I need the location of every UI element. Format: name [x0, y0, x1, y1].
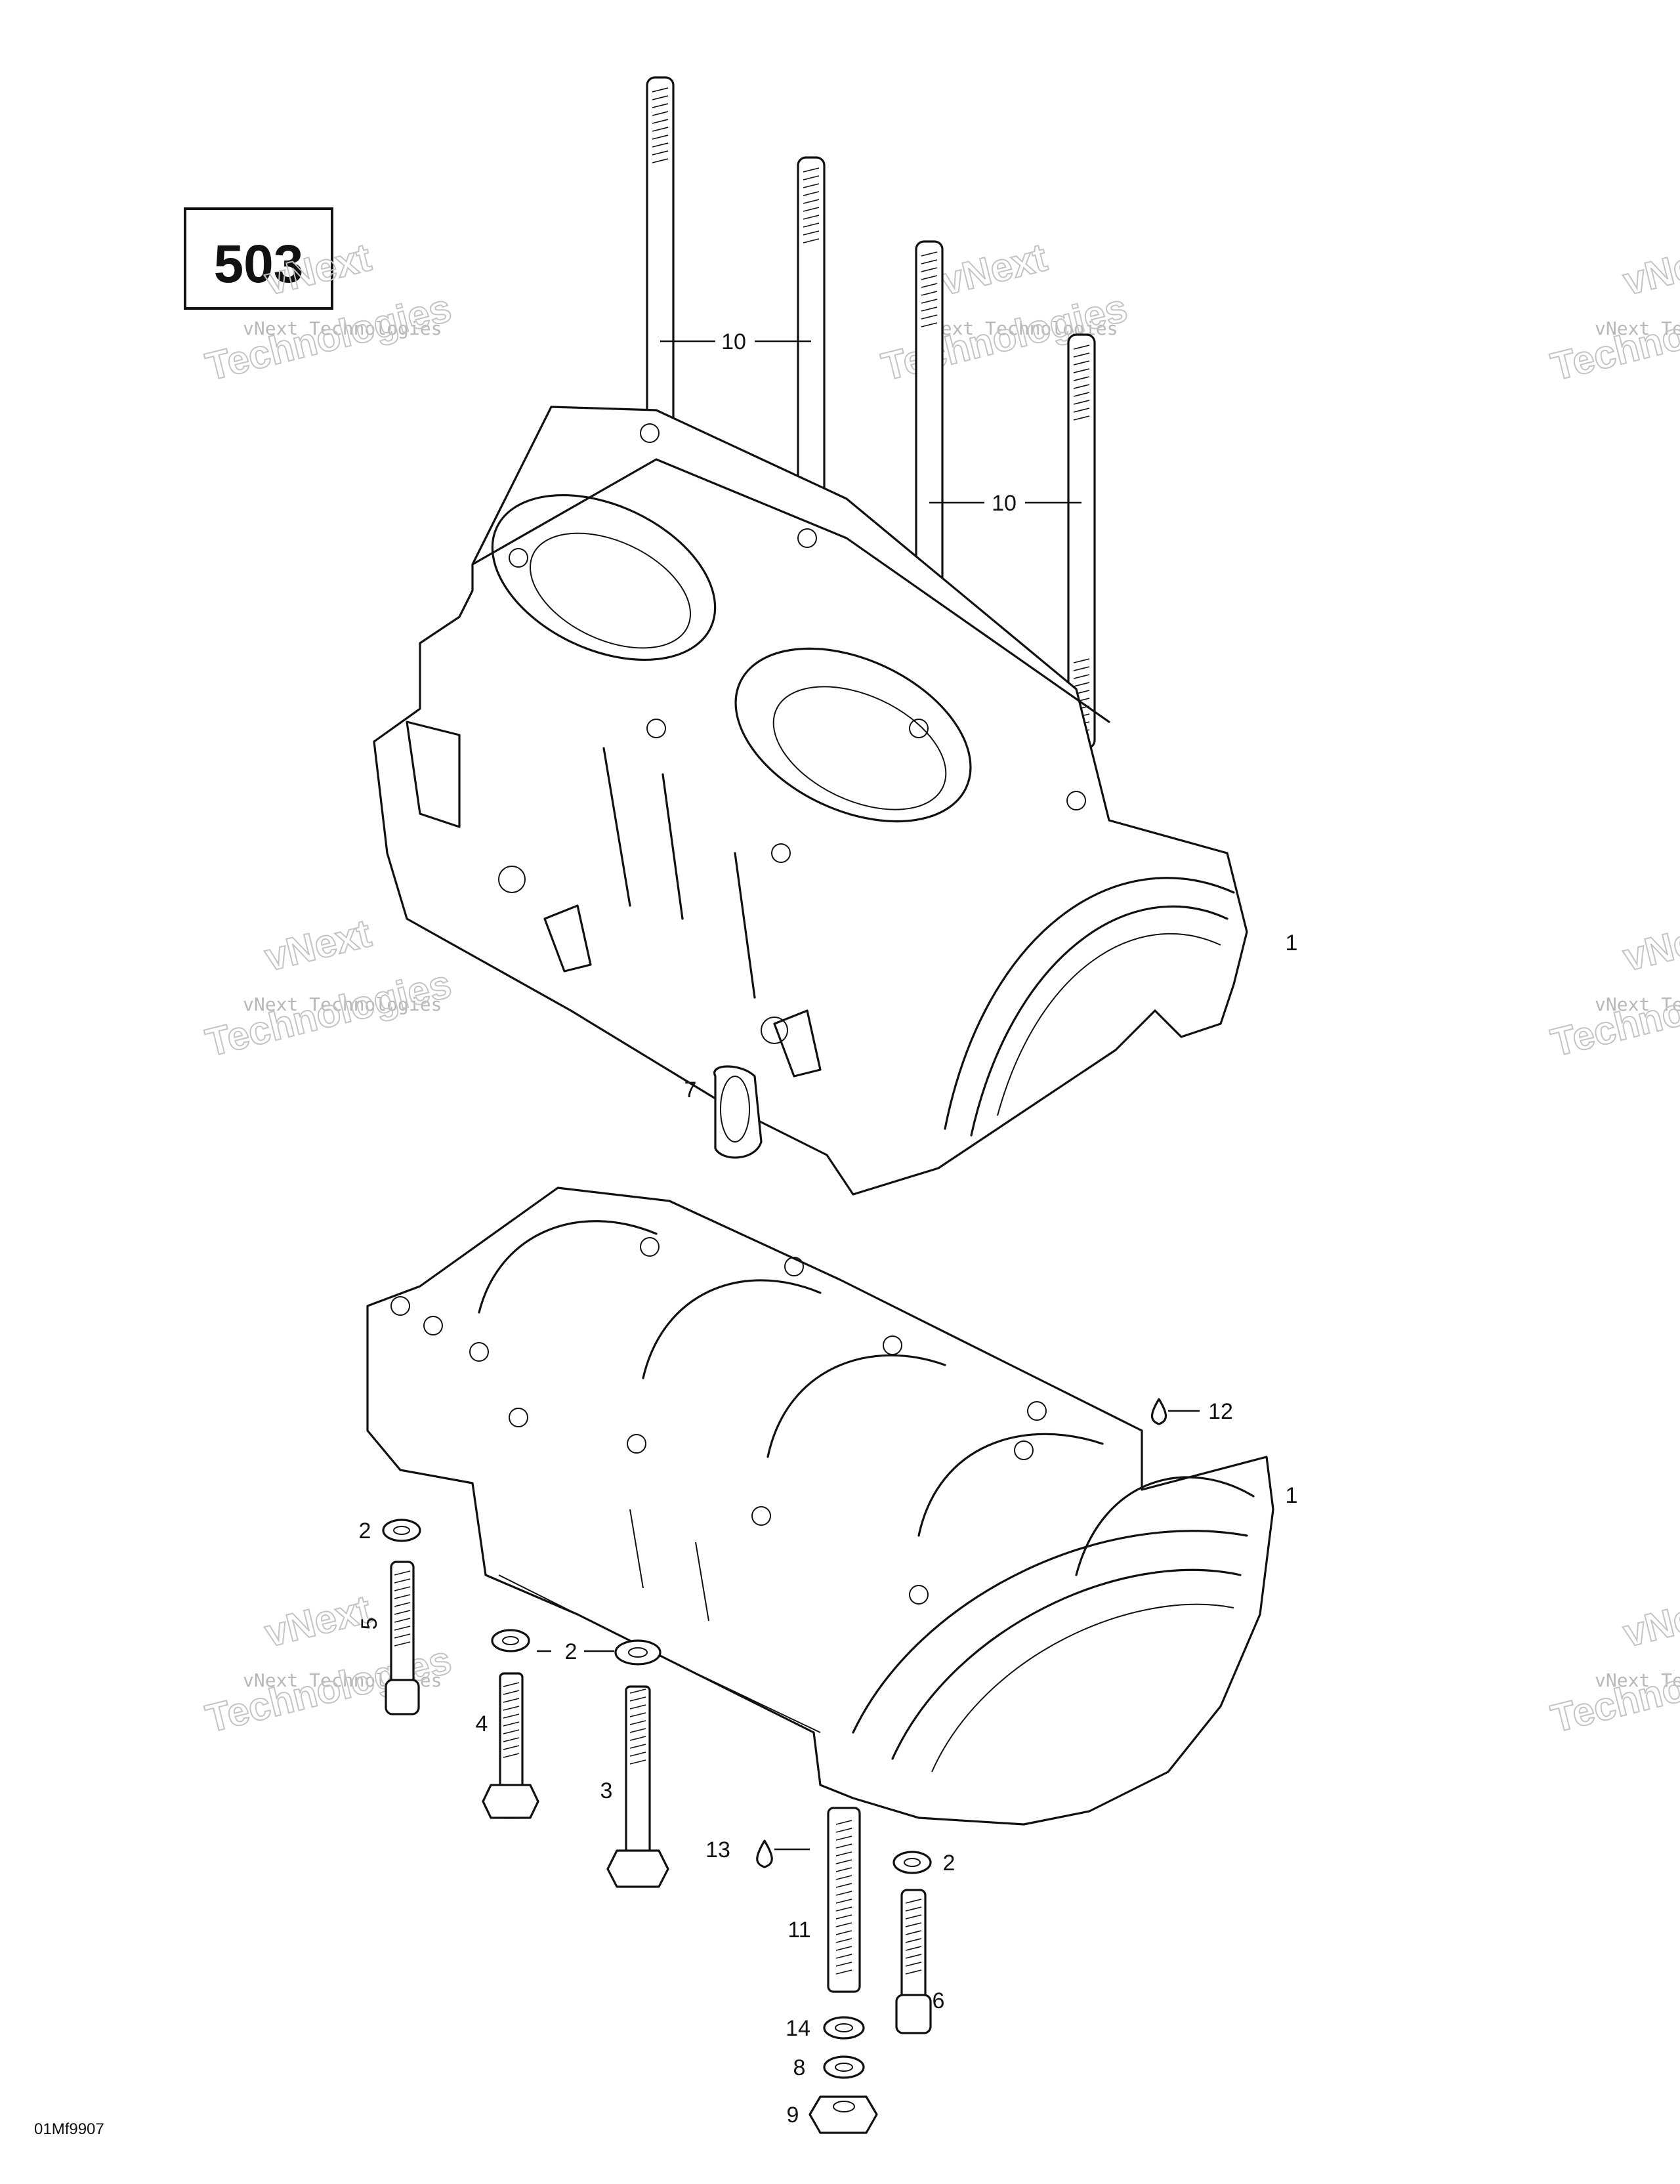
svg-text:vNext Technologies: vNext Technologies — [1595, 994, 1680, 1015]
callouts: 10 10 1 7 12 1 2 5 2 4 3 13 2 11 14 6 8 … — [357, 329, 1297, 2128]
watermark: vNext vNext Technologies Technologies — [201, 1586, 456, 1742]
lock-washer-8 — [823, 2055, 865, 2079]
callout-8: 8 — [793, 2055, 806, 2080]
svg-text:vNext Technologies: vNext Technologies — [243, 318, 442, 339]
watermark: vNext vNext Technologies Technologies — [1546, 910, 1680, 1066]
washer-2-left — [382, 1519, 421, 1542]
dowel-12 — [1150, 1398, 1167, 1425]
callout-10b: 10 — [992, 491, 1017, 516]
stud-11 — [827, 1807, 861, 1993]
svg-text:vNext Technologies: vNext Technologies — [1595, 318, 1680, 339]
svg-text:Technologies: Technologies — [1547, 961, 1680, 1064]
svg-text:Technologies: Technologies — [201, 961, 455, 1064]
diagram-code: 503 — [214, 234, 304, 294]
svg-text:vNext: vNext — [936, 235, 1051, 304]
washer-2-mid — [491, 1629, 530, 1652]
nut-9 — [808, 2095, 878, 2134]
watermark: vNext vNext Technologies Technologies — [201, 910, 456, 1066]
callout-2-mid: 2 — [565, 1639, 578, 1664]
svg-text:Technologies: Technologies — [1547, 1637, 1680, 1740]
svg-text:Technologies: Technologies — [1547, 285, 1680, 388]
callout-3: 3 — [600, 1778, 613, 1803]
svg-text:vNext Technologies: vNext Technologies — [1595, 1670, 1680, 1691]
bolt-3 — [606, 1685, 669, 1888]
dowel-13 — [756, 1839, 773, 1868]
callout-2-left: 2 — [359, 1519, 371, 1544]
washer-14 — [823, 2016, 865, 2040]
footer-code: 01Mf9907 — [34, 2120, 104, 2138]
leader-lines — [537, 340, 1200, 1851]
callout-12: 12 — [1208, 1399, 1233, 1424]
callout-5: 5 — [357, 1618, 382, 1630]
callout-1-top: 1 — [1286, 931, 1298, 956]
upper-crankcase — [373, 406, 1248, 1196]
washer-2-mid2 — [614, 1639, 662, 1666]
callout-10a: 10 — [721, 329, 746, 354]
bolt-6 — [895, 1889, 932, 2034]
seal-ring — [713, 1065, 763, 1159]
callout-9: 9 — [787, 2103, 799, 2128]
svg-text:vNext: vNext — [1619, 235, 1680, 304]
bolt-5 — [385, 1561, 420, 1715]
svg-text:vNext: vNext — [1619, 911, 1680, 980]
callout-4: 4 — [476, 1712, 488, 1736]
diagram-code-box: 503 — [184, 207, 333, 310]
svg-text:vNext: vNext — [1619, 1587, 1680, 1656]
callout-7: 7 — [684, 1078, 697, 1102]
callout-2-right: 2 — [943, 1851, 956, 1876]
callout-1-bottom: 1 — [1286, 1483, 1298, 1508]
svg-text:vNext Technologies: vNext Technologies — [243, 994, 442, 1015]
lower-crankcase — [366, 1186, 1274, 1826]
watermark: vNext vNext Technologies Technologies — [1546, 234, 1680, 390]
washer-2-right — [892, 1851, 932, 1874]
callout-14: 14 — [786, 2016, 810, 2041]
callout-6: 6 — [933, 1988, 945, 2013]
bolt-4 — [482, 1672, 539, 1819]
callout-13: 13 — [705, 1838, 730, 1862]
callout-11: 11 — [788, 1918, 810, 1942]
svg-text:vNext: vNext — [261, 911, 375, 980]
watermark: vNext vNext Technologies Technologies — [1546, 1586, 1680, 1742]
